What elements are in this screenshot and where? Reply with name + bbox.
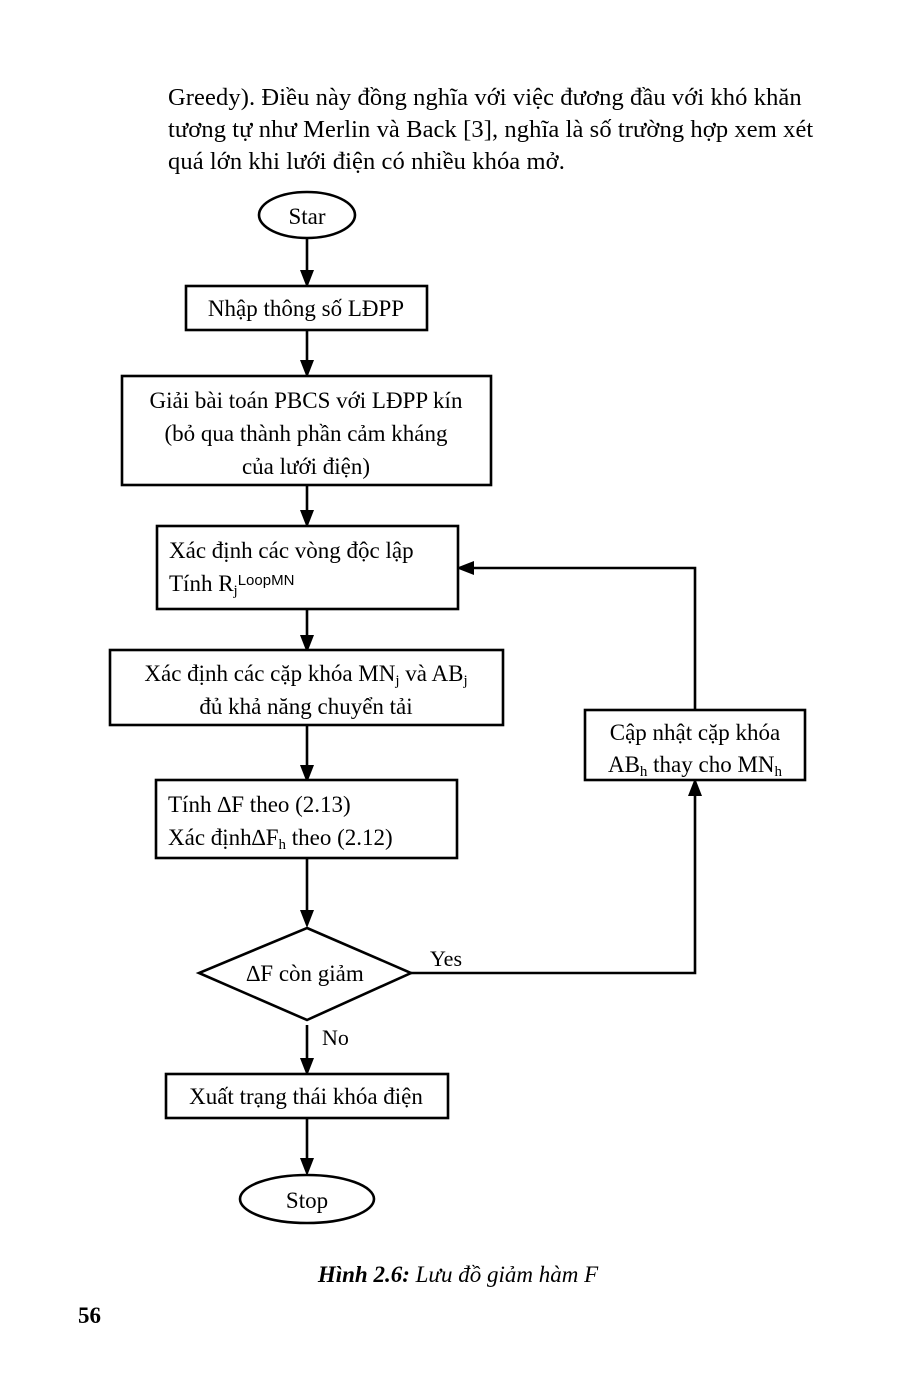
output-state-box: [164, 1072, 450, 1120]
update-pair-text-a: AB: [608, 752, 640, 777]
compute-df-text-c: theo (2.12): [286, 825, 393, 850]
input-params-label: Nhập thông số LĐPP: [208, 296, 404, 321]
flow-node-find-loops: Xác định các vòng độc lập Tính RjLoopMN: [155, 524, 460, 611]
find-switch-pairs-line-1: Xác định các cặp khóa MNj và ABj: [144, 661, 467, 689]
connector-update-to-loops: [470, 566, 697, 720]
arrowhead-decision-top: [300, 910, 314, 928]
arrowhead-loops-right: [456, 561, 474, 575]
flowchart-canvas: Star Nhập thông số LĐPP Giải bài toán PB…: [108, 190, 807, 1225]
flow-node-output-state: Xuất trạng thái khóa điện: [164, 1072, 450, 1120]
find-switch-pairs-line-2: đủ khả năng chuyển tải: [199, 694, 412, 719]
arrowhead-compute-top: [300, 765, 314, 783]
solve-pbcs-box: [120, 374, 493, 487]
flow-node-solve-pbcs: Giải bài toán PBCS với LĐPP kín (bỏ qua …: [120, 374, 493, 487]
flow-node-update-pair: Cập nhật cặp khóa ABh thay cho MNh: [583, 708, 807, 782]
input-params-box: [184, 284, 429, 332]
flow-node-start: Star: [257, 190, 357, 240]
switch-pairs-text-a: Xác định các cặp khóa MN: [144, 661, 395, 686]
compute-df-text-b: ∆F: [252, 825, 279, 850]
update-pair-sub-ab: h: [640, 764, 648, 780]
compute-df-text-a: Xác định: [168, 825, 252, 850]
update-pair-text-b: thay cho MN: [647, 752, 775, 777]
paragraph-line-2: tương tự như Merlin và Back [3], nghĩa l…: [168, 116, 814, 143]
update-pair-box: [583, 708, 807, 782]
find-loops-line-1: Xác định các vòng độc lập: [169, 538, 414, 563]
decision-diamond: [195, 926, 415, 1022]
start-label: Star: [288, 204, 325, 229]
find-switch-pairs-box: [108, 648, 505, 727]
body-paragraph: Greedy). Điều này đồng nghĩa với việc đư…: [168, 82, 840, 178]
find-loops-r-superscript: LoopMN: [238, 572, 295, 589]
flow-node-input-params: Nhập thông số LĐPP: [184, 284, 429, 332]
switch-pairs-sub-mn: j: [394, 673, 399, 689]
solve-pbcs-line-2: (bỏ qua thành phần cảm kháng: [165, 421, 448, 446]
switch-pairs-text-b: và AB: [400, 661, 464, 686]
compute-df-line-1: Tính ∆F theo (2.13): [168, 792, 351, 817]
flow-node-stop: Stop: [238, 1173, 376, 1225]
update-pair-line-1: Cập nhật cặp khóa: [610, 720, 781, 745]
start-ellipse: [257, 190, 357, 240]
stop-label: Stop: [286, 1188, 328, 1213]
compute-df-sub-h: h: [279, 837, 287, 853]
flow-node-compute-df: Tính ∆F theo (2.13) Xác định∆Fh theo (2.…: [154, 778, 459, 860]
output-state-label: Xuất trạng thái khóa điện: [189, 1084, 423, 1109]
decision-label: ∆F còn giảm: [246, 961, 364, 986]
find-loops-box: [155, 524, 460, 611]
arrowhead-output-top: [300, 1058, 314, 1076]
paragraph-line-3: quá lớn khi lưới điện có nhiều khóa mở.: [168, 148, 565, 175]
flow-node-find-switch-pairs: Xác định các cặp khóa MNj và ABj đủ khả …: [108, 648, 505, 727]
flow-node-decision: ∆F còn giảm Yes No: [195, 926, 462, 1050]
find-loops-r-prefix: Tính R: [169, 571, 234, 596]
edge-label-no: No: [322, 1025, 349, 1050]
arrowhead-loops-top: [300, 510, 314, 528]
solve-pbcs-line-1: Giải bài toán PBCS với LĐPP kín: [150, 388, 463, 413]
arrowhead-update-bottom: [688, 778, 702, 796]
solve-pbcs-line-3: của lưới điện): [242, 454, 370, 479]
arrowhead-stop-top: [300, 1158, 314, 1176]
edge-label-yes: Yes: [430, 946, 462, 971]
flowchart-figure: Star Nhập thông số LĐPP Giải bài toán PB…: [0, 180, 916, 1240]
page-number: 56: [78, 1303, 101, 1328]
compute-df-line-2: Xác định∆Fh theo (2.12): [168, 825, 393, 853]
arrowhead-input-top: [300, 270, 314, 288]
find-loops-r-subscript: j: [233, 583, 238, 599]
find-loops-line-2: Tính RjLoopMN: [169, 571, 294, 599]
figure-caption: Hình 2.6: Lưu đồ giảm hàm F: [0, 1262, 916, 1288]
update-pair-line-2: ABh thay cho MNh: [608, 752, 783, 780]
connector-decision-yes-to-update: [411, 792, 697, 975]
paragraph-line-1: Greedy). Điều này đồng nghĩa với việc đư…: [168, 84, 802, 111]
switch-pairs-sub-ab: j: [462, 673, 467, 689]
figure-caption-text: Lưu đồ giảm hàm F: [415, 1262, 599, 1287]
figure-caption-label: Hình 2.6:: [317, 1262, 410, 1287]
arrowhead-pairs-top: [300, 635, 314, 653]
update-pair-sub-mn: h: [775, 764, 783, 780]
compute-df-box: [154, 778, 459, 860]
stop-ellipse: [238, 1173, 376, 1225]
arrowhead-solve-top: [300, 360, 314, 378]
